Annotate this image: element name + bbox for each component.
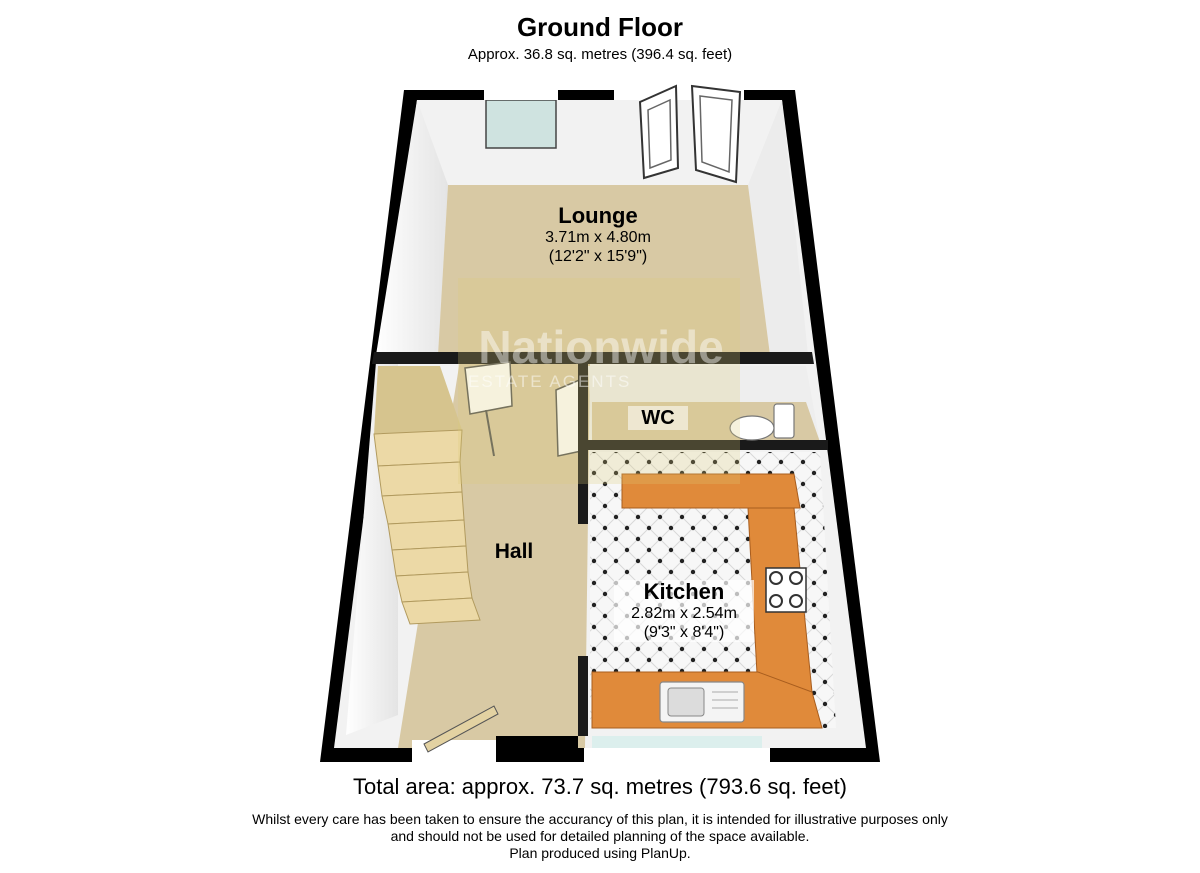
toilet — [729, 403, 795, 441]
french-doors — [614, 84, 744, 184]
staircase — [373, 366, 481, 625]
hall-label: Hall — [482, 540, 546, 564]
watermark-name: Nationwide — [478, 321, 724, 373]
watermark-tagline: ESTATE AGENTS — [468, 372, 632, 391]
total-area: Total area: approx. 73.7 sq. metres (793… — [352, 774, 848, 799]
floor-title: Ground Floor — [516, 12, 684, 42]
disclaimer-line-3: Plan produced using PlanUp. — [509, 845, 691, 861]
kitchen-label: Kitchen 2.82m x 2.54m (9'3" x 8'4") — [614, 580, 754, 642]
kitchen-window — [592, 736, 762, 748]
wc-name: WC — [641, 407, 675, 429]
kitchen-dims-imperial: (9'3" x 8'4") — [643, 624, 725, 641]
watermark-logo: Nationwide ESTATE AGENTS — [458, 278, 740, 484]
lounge-wall-left — [376, 100, 448, 355]
lounge-name: Lounge — [558, 203, 638, 228]
wc-partition — [578, 440, 828, 450]
front-door — [423, 705, 499, 753]
disclaimer: Whilst every care has been taken to ensu… — [0, 811, 1200, 862]
kitchen-partition — [578, 656, 588, 736]
lounge-wall-right — [748, 100, 808, 355]
sink — [659, 681, 745, 723]
kitchen-dims-metric: 2.82m x 2.54m — [631, 605, 737, 622]
lounge-floor — [438, 185, 770, 355]
hob — [765, 567, 807, 613]
floor-area-subtitle: Approx. 36.8 sq. metres (396.4 sq. feet) — [467, 46, 733, 63]
lounge-label: Lounge 3.71m x 4.80m (12'2" x 15'9") — [518, 204, 678, 266]
lounge-hall-wall — [372, 352, 814, 364]
wc-label: WC — [628, 406, 688, 430]
disclaimer-line-2: and should not be used for detailed plan… — [390, 828, 810, 844]
hall-name: Hall — [494, 540, 534, 563]
lounge-dims-metric: 3.71m x 4.80m — [545, 229, 651, 246]
lounge-window — [485, 99, 557, 149]
kitchen-name: Kitchen — [643, 579, 725, 604]
disclaimer-line-1: Whilst every care has been taken to ensu… — [252, 811, 948, 827]
lounge-dims-imperial: (12'2" x 15'9") — [548, 248, 648, 265]
